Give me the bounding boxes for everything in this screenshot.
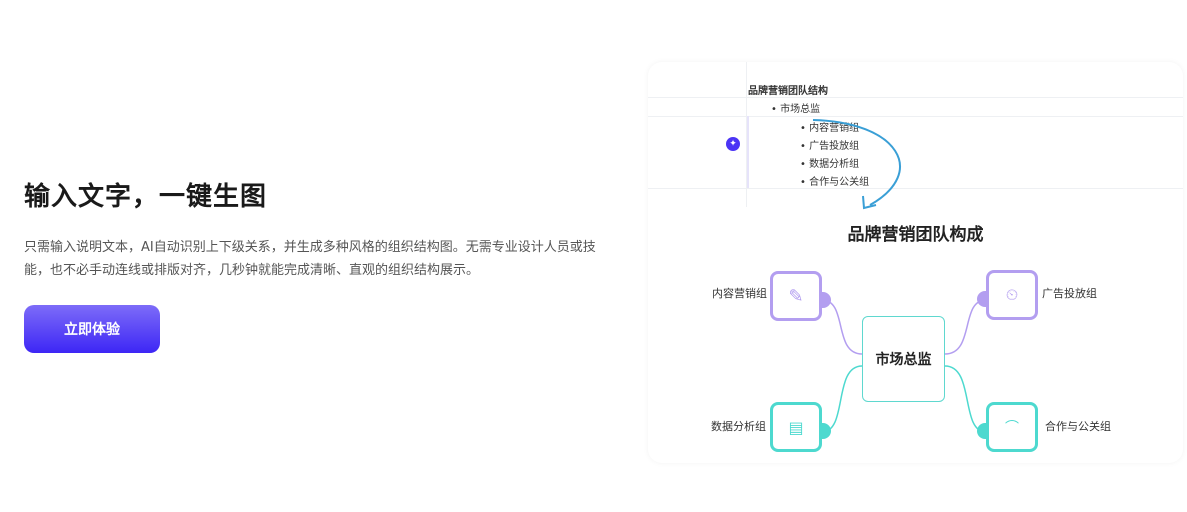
- presentation-clock-icon: ⏲: [1005, 285, 1019, 304]
- transform-arrow: [812, 119, 901, 206]
- selection-bar: [747, 116, 749, 188]
- node-label: 合作与公关组: [1045, 420, 1111, 433]
- connector-line: [821, 365, 863, 433]
- ai-sparkle-icon[interactable]: ✦: [726, 137, 740, 151]
- connector-knob: [977, 291, 989, 307]
- document-edit-icon: ✎: [788, 285, 804, 307]
- node-label: 内容营销组: [712, 287, 767, 300]
- mindmap-title: 品牌营销团队构成: [847, 225, 984, 245]
- clipboard-chart-icon: ▤: [788, 417, 804, 437]
- connector-knob: [819, 423, 831, 439]
- node-advertising: ⏲: [986, 270, 1038, 320]
- arrow-head-icon: [862, 195, 877, 210]
- outline-item: • 合作与公关组: [800, 177, 870, 188]
- connector-line: [944, 365, 987, 433]
- hero-title: 输入文字，一键生图: [24, 182, 268, 212]
- outline-root: • 市场总监: [771, 104, 821, 115]
- node-partnership: ⌒: [986, 402, 1038, 452]
- try-now-button[interactable]: 立即体验: [24, 305, 160, 353]
- outline-item: • 数据分析组: [800, 159, 860, 170]
- outline-item: • 内容营销组: [800, 123, 860, 134]
- connector-line: [821, 299, 863, 355]
- preview-card: ✦ 品牌营销团队结构 • 市场总监 • 内容营销组 • 广告投放组 • 数据分析…: [648, 62, 1183, 463]
- divider: [648, 188, 1183, 189]
- connectors: [812, 119, 987, 433]
- node-data-analysis: ▤: [770, 402, 822, 452]
- connector-line: [944, 299, 987, 355]
- connector-knob: [977, 423, 989, 439]
- center-node: 市场总监: [862, 316, 945, 402]
- bridge-icon: ⌒: [1005, 420, 1019, 436]
- divider: [648, 97, 1183, 98]
- node-label: 数据分析组: [711, 420, 766, 433]
- connector-knob: [819, 292, 831, 308]
- divider: [746, 62, 747, 207]
- outline-title: 品牌营销团队结构: [748, 86, 828, 97]
- node-label: 广告投放组: [1042, 287, 1097, 300]
- node-content-marketing: ✎: [770, 271, 822, 321]
- outline-item: • 广告投放组: [800, 141, 860, 152]
- hero-description: 只需输入说明文本，AI自动识别上下级关系，并生成多种风格的组织结构图。无需专业设…: [24, 240, 596, 278]
- divider: [648, 116, 1183, 117]
